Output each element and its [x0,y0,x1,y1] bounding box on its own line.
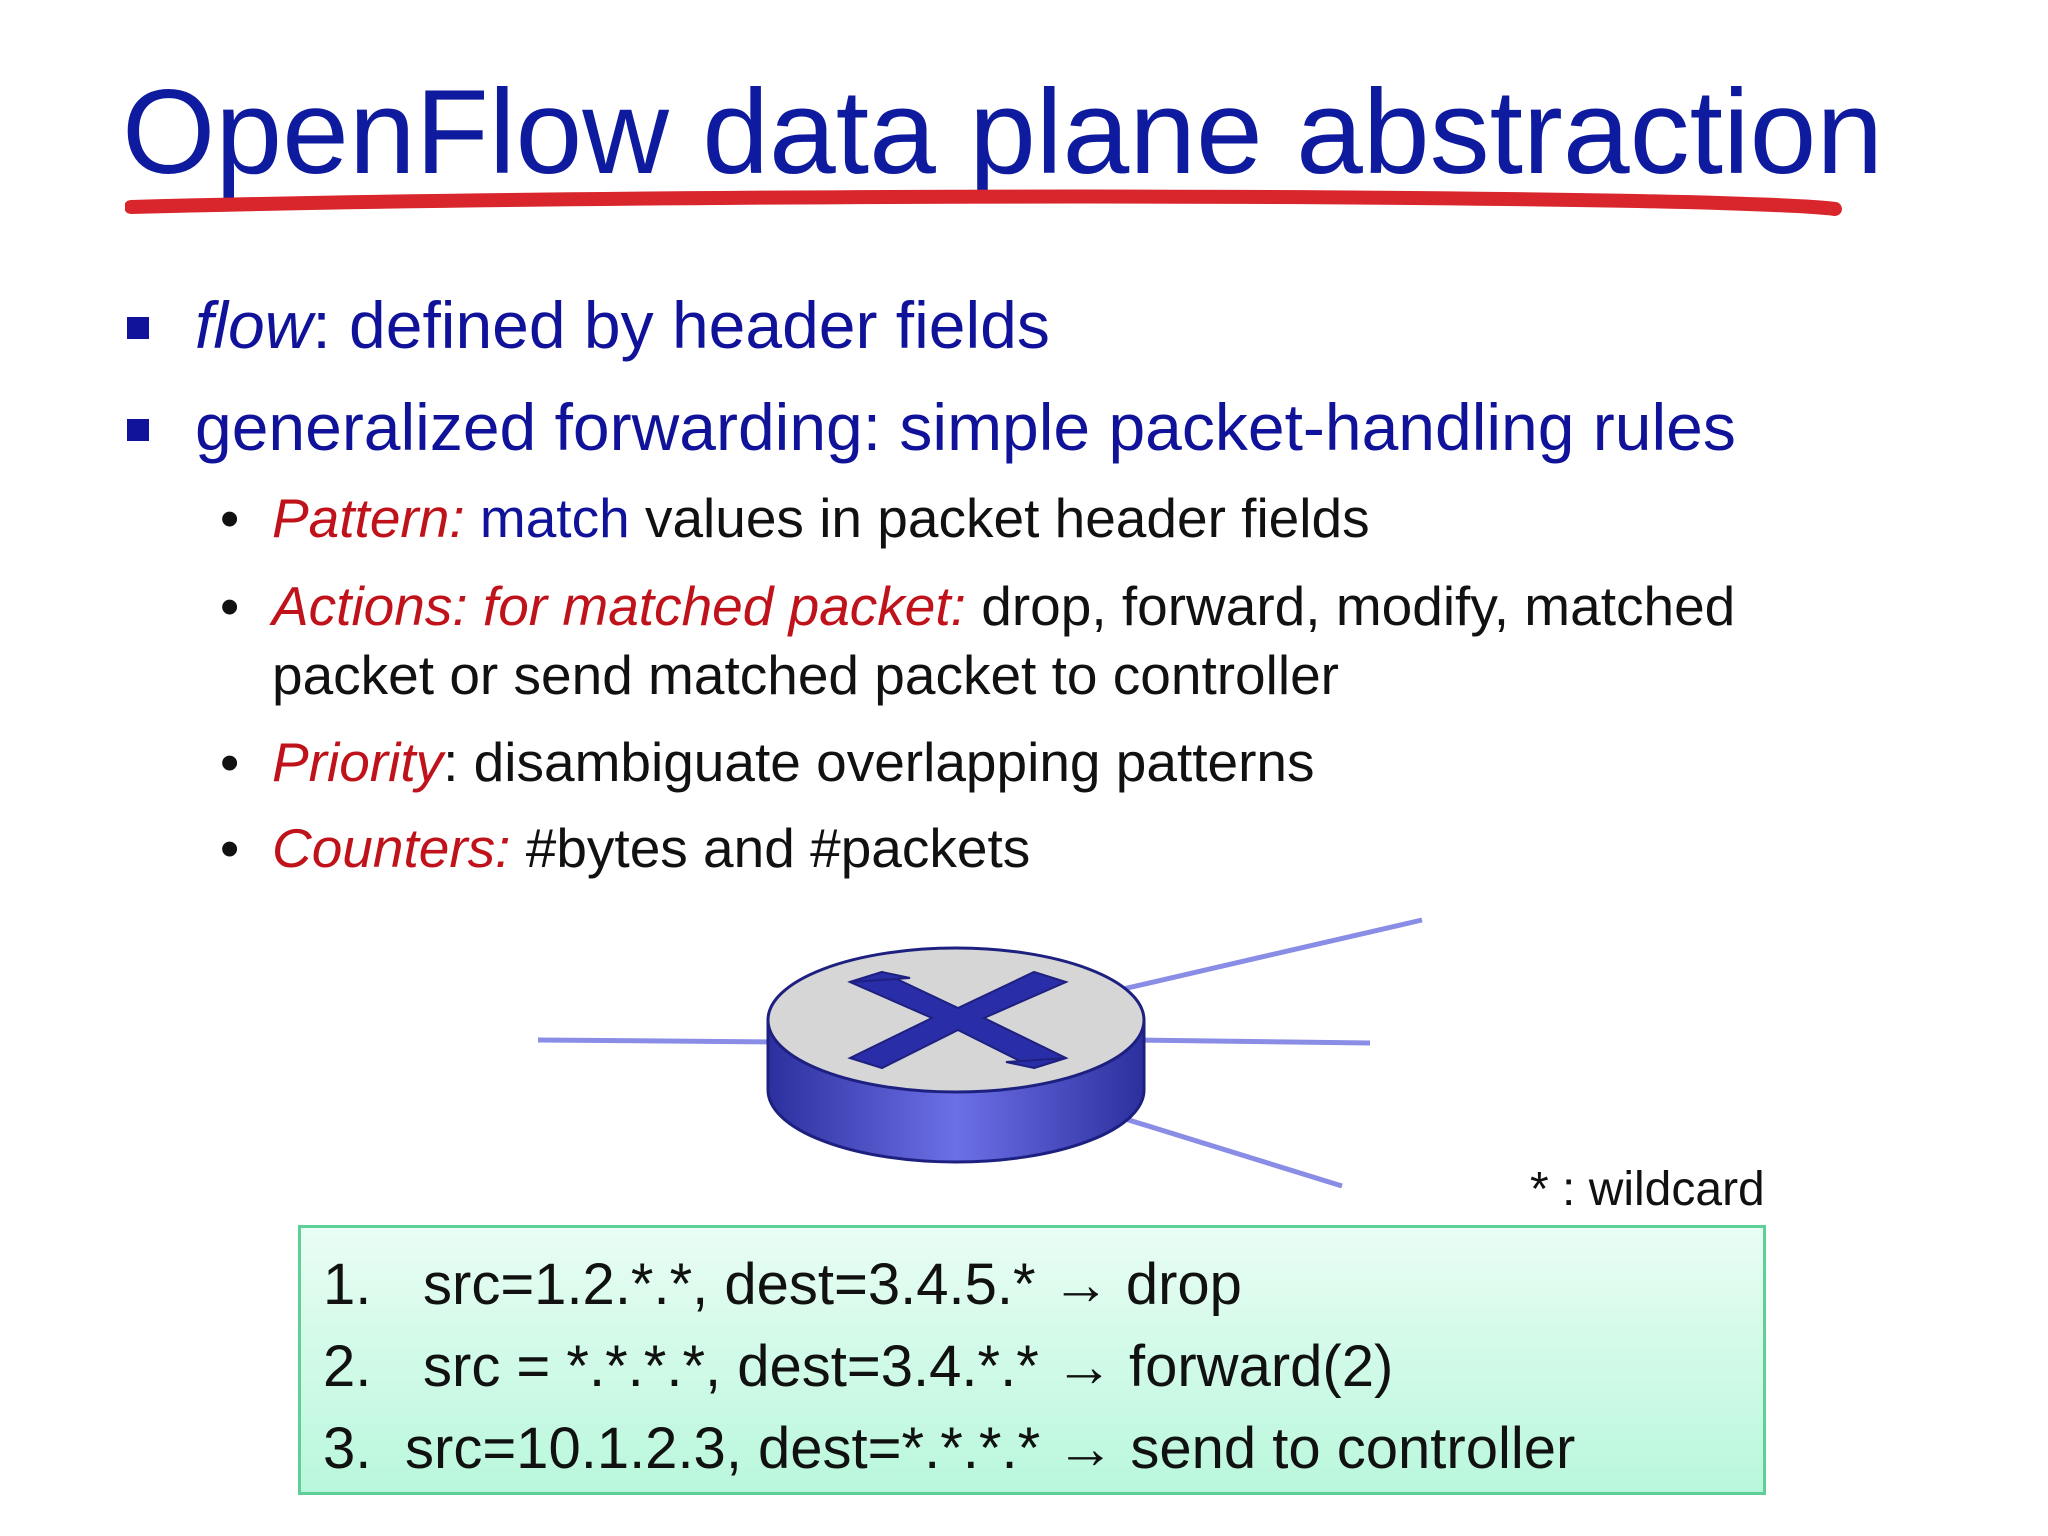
router-diagram [537,917,1423,1189]
router-icon [766,946,1146,1164]
link-line-top-right [1109,917,1423,995]
flow-rules-box: 1. src=1.2.*.*, dest=3.4.5.* → drop 2. s… [298,1225,1766,1495]
round-bullet-icon: • [220,575,240,637]
square-bullet-icon [127,419,149,441]
bullet-text: generalized forwarding: simple packet-ha… [195,390,1736,464]
wildcard-note: * : wildcard [1530,1163,1765,1216]
link-line-left [537,1037,781,1045]
slide-title: OpenFlow data plane abstraction [122,65,1884,199]
round-bullet-icon: • [220,817,240,879]
round-bullet-icon: • [220,487,240,549]
round-bullet-icon: • [220,731,240,793]
square-bullet-icon [127,317,149,339]
link-line-bottom-right [1089,1105,1343,1189]
title-underline [125,189,1842,216]
link-line-right [1129,1037,1371,1046]
bullet-text: flow: defined by header fields [195,288,1050,362]
